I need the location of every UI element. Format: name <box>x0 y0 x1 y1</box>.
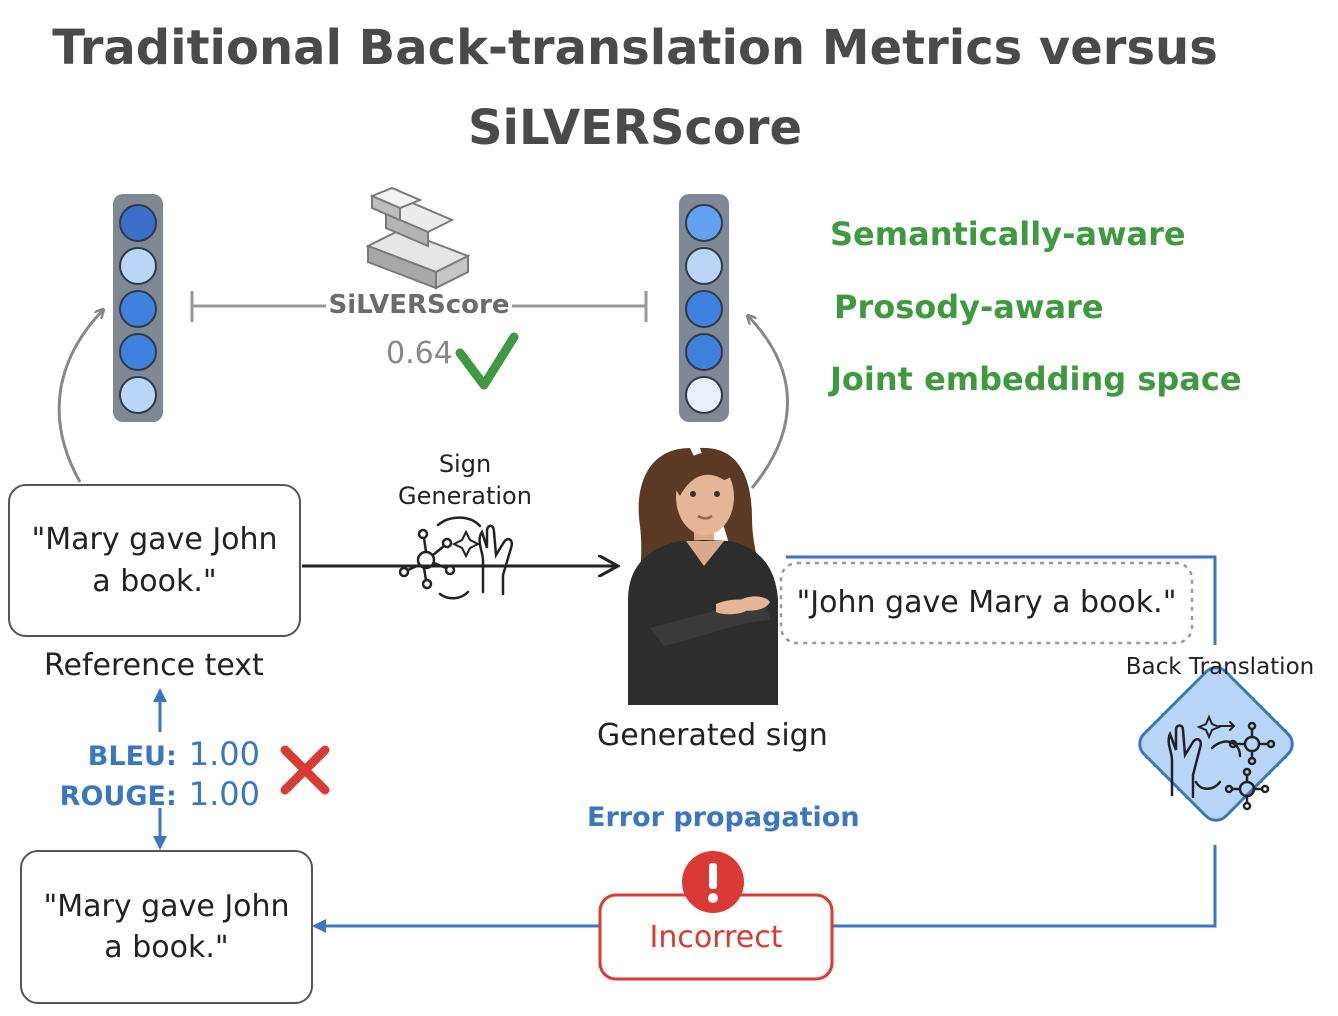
silverscore-label: SiLVERScore <box>328 290 510 320</box>
output-text-line-1: "Mary gave John <box>43 888 290 924</box>
reference-text-line-2: a book." <box>92 563 217 599</box>
sign-generation-label: Sign Generation <box>385 448 545 513</box>
embedding-dot <box>119 247 157 285</box>
feature-semantic: Semantically-aware <box>830 215 1186 253</box>
metric-value-bleu: 1.00 <box>188 735 260 773</box>
back-translation-icon <box>1167 714 1276 811</box>
reference-embedding-vector <box>113 194 163 422</box>
metrics-panel: BLEU: 1.00 ROUGE: 1.00 <box>20 735 260 815</box>
title-line-1: Traditional Back-translation Metrics ver… <box>52 20 1218 76</box>
error-propagation-label: Error propagation <box>587 802 860 833</box>
feature-prosody: Prosody-aware <box>834 288 1104 326</box>
incorrect-label: Incorrect <box>649 920 783 955</box>
embedding-dot <box>119 376 157 414</box>
embedding-dot <box>685 290 723 328</box>
sign-to-embedding-arrow <box>748 316 789 489</box>
metric-name-rouge: ROUGE: <box>59 781 177 812</box>
signer-illustration <box>628 447 778 705</box>
back-translation-label: Back Translation <box>1125 654 1315 680</box>
sign-embedding-dots <box>685 204 723 414</box>
metric-value-rouge: 1.00 <box>188 775 260 813</box>
embedding-dot <box>685 204 723 242</box>
check-icon <box>455 332 519 390</box>
sign-generation-label-line-2: Generation <box>398 482 532 511</box>
embedding-dot <box>685 247 723 285</box>
reference-text-line-1: "Mary gave John <box>31 522 278 558</box>
reference-to-embedding-arrow <box>57 310 103 483</box>
feature-joint-embedding: Joint embedding space <box>830 360 1242 398</box>
back-translated-text: "John gave Mary a book." <box>796 585 1177 620</box>
sign-generation-label-line-1: Sign <box>438 450 492 478</box>
reference-text-box: "Mary gave John a book." <box>8 484 301 637</box>
output-text-box: "Mary gave John a book." <box>20 850 313 1004</box>
embedding-dot <box>685 333 723 371</box>
metric-row-rouge: ROUGE: 1.00 <box>20 775 260 815</box>
sign-generation-icon <box>398 516 513 600</box>
embedding-dot <box>119 333 157 371</box>
embedding-dot <box>685 376 723 414</box>
sign-embedding-vector <box>679 194 729 422</box>
silverscore-value: 0.64 <box>386 336 453 371</box>
title-line-2: SiLVERScore <box>467 100 803 156</box>
back-translated-text-box <box>779 561 1194 645</box>
output-text-line-2: a book." <box>104 930 229 965</box>
reference-text-label: Reference text <box>44 648 264 683</box>
metric-row-bleu: BLEU: 1.00 <box>20 735 260 775</box>
embedding-dot <box>119 290 157 328</box>
generated-sign-label: Generated sign <box>597 718 828 753</box>
silver-bars-icon <box>365 186 471 290</box>
metric-name-bleu: BLEU: <box>87 741 177 772</box>
cross-icon <box>280 745 330 795</box>
reference-embedding-dots <box>119 204 157 414</box>
embedding-dot <box>119 204 157 242</box>
